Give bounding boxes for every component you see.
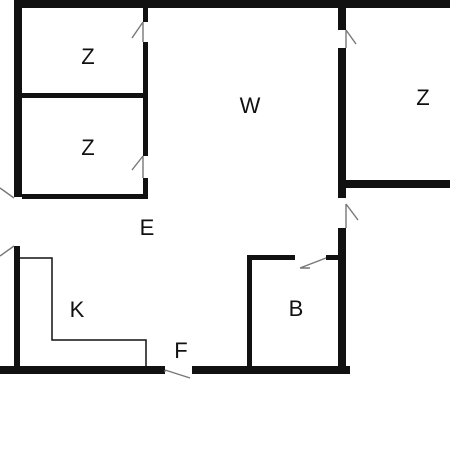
wall-b-left <box>247 255 252 370</box>
door-swing-b <box>299 257 327 269</box>
wall-zleft-right <box>143 42 148 156</box>
room-label-z-top-left: Z <box>81 44 94 69</box>
wall-right-lower <box>338 228 346 374</box>
wall-right-wing-left <box>338 48 346 198</box>
room-label-k: K <box>70 297 85 322</box>
kitchen-counter <box>20 257 147 366</box>
wall-zleft-right-upper <box>143 8 148 22</box>
room-label-w: W <box>240 93 261 118</box>
wall-b-top-right <box>326 255 342 260</box>
door-swing-top-left <box>131 21 144 42</box>
door-swing-right-mid <box>345 203 359 228</box>
room-label-e: E <box>140 215 155 240</box>
room-label-f: F <box>174 338 187 363</box>
wall-zleft-right-lower <box>143 178 148 198</box>
wall-b-top-left <box>247 255 295 260</box>
room-label-z-mid-left: Z <box>81 135 94 160</box>
wall-top <box>14 0 450 8</box>
wall-right-wing-left-upper <box>338 8 346 30</box>
wall-left-upper <box>14 0 22 197</box>
wall-zleft-divider <box>22 93 148 98</box>
wall-right-wing-bottom <box>338 180 450 188</box>
door-swing-mid-left <box>131 155 144 178</box>
wall-bottom-right <box>192 366 350 374</box>
door-swing-entrance <box>164 369 191 379</box>
wall-left-lower <box>14 246 20 372</box>
door-swing-right-wing <box>345 29 357 48</box>
room-label-b: B <box>289 296 304 321</box>
wall-zleft-bottom <box>22 194 148 199</box>
room-label-z-right: Z <box>416 85 429 110</box>
door-swing-left-top <box>0 187 15 199</box>
door-swing-left-bottom <box>0 245 15 257</box>
wall-bottom-left <box>0 366 165 374</box>
